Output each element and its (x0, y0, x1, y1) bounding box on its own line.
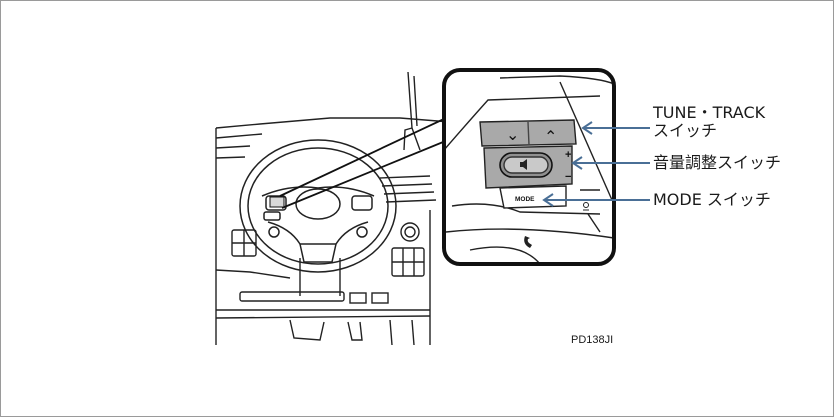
track-down-button[interactable]: ⌄ (506, 127, 519, 144)
volume-minus-label[interactable]: − (565, 171, 571, 183)
volume-switch-callout: 音量調整スイッチ (653, 153, 781, 173)
volume-plus-label[interactable]: + (565, 149, 571, 161)
mode-button[interactable]: MODE (515, 196, 535, 203)
tune-track-callout-line1: TUNE・TRACK (653, 103, 765, 123)
switch-highlight (270, 197, 284, 207)
tune-track-callout-line2: スイッチ (653, 121, 717, 141)
figure-code: PD138JI (571, 334, 613, 346)
mode-switch-callout: MODE スイッチ (653, 190, 771, 210)
track-up-button[interactable]: ⌃ (544, 129, 557, 146)
zoom-panel (444, 70, 614, 264)
steering-wheel (240, 140, 396, 272)
